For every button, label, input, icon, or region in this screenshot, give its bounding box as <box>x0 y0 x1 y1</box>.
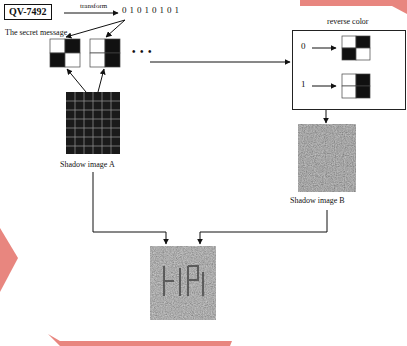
decor-band <box>300 0 407 14</box>
block-pattern <box>50 39 80 67</box>
arrow-label: transform <box>80 2 107 10</box>
node-text: reverse color <box>327 17 369 26</box>
block-pattern <box>342 36 370 60</box>
arrow <box>98 69 104 92</box>
node-text: The secret message <box>5 27 67 39</box>
shadow-image-a <box>66 92 120 154</box>
shadow-image-b <box>298 124 356 192</box>
decor-band <box>48 334 232 346</box>
arrow <box>200 210 327 244</box>
transform-arrow <box>64 13 118 14</box>
shadow-image-node: Shadow image B <box>290 124 362 206</box>
node-text: QV-7492 <box>9 6 47 18</box>
ellipsis: • • • <box>132 46 153 57</box>
node-text: Shadow image A <box>60 160 115 170</box>
decor-triangle <box>0 228 18 292</box>
arrow <box>312 86 336 87</box>
block-pattern <box>342 74 370 98</box>
message-box: QV-7492The secret message <box>4 4 52 20</box>
block-pattern <box>90 39 120 67</box>
arrow <box>93 172 166 244</box>
result-image <box>150 246 216 320</box>
shadow-image-node: Shadow image A <box>60 92 126 170</box>
arrow <box>150 62 290 63</box>
binary-string: 01010101 <box>122 5 182 15</box>
arrow <box>106 20 125 37</box>
reverse-color-box: reverse color01 <box>292 30 406 110</box>
node-text: 1 <box>301 79 306 89</box>
arrow <box>67 69 86 92</box>
connector-arrow <box>326 110 327 123</box>
node-text: Shadow image B <box>290 196 345 206</box>
arrow <box>66 20 125 37</box>
node-text: 0 <box>301 41 306 51</box>
arrow <box>312 48 336 49</box>
